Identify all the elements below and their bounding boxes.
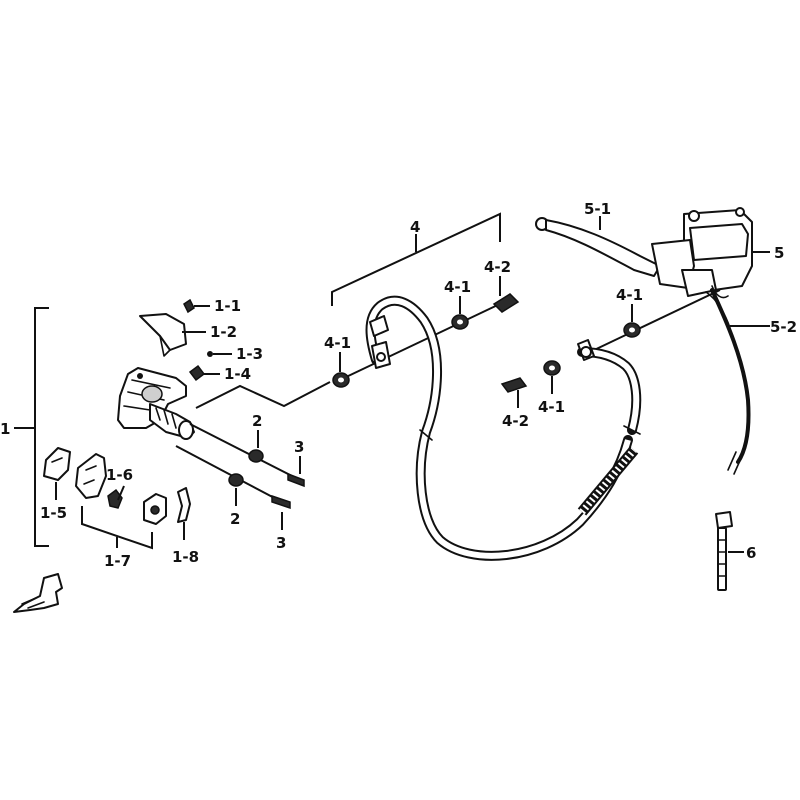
label-1: 1 xyxy=(0,420,10,438)
label-1-5: 1-5 xyxy=(40,504,67,522)
group-4-bracket xyxy=(331,212,501,306)
brake-switch-wire[interactable] xyxy=(705,288,770,475)
upper-mounting-bolt[interactable] xyxy=(287,456,305,488)
caliper-pin[interactable] xyxy=(207,351,232,357)
banjo-bolt-lower[interactable] xyxy=(500,377,528,408)
pad-spring[interactable] xyxy=(43,447,71,500)
brake-lever[interactable] xyxy=(535,216,661,277)
brake-pad[interactable] xyxy=(143,493,167,525)
sealing-washer-hose-top[interactable] xyxy=(451,296,469,330)
label-4: 4 xyxy=(410,218,420,236)
lower-bolt-axis xyxy=(175,445,283,503)
sealing-washer-caliper[interactable] xyxy=(332,352,350,388)
label-5-2: 5-2 xyxy=(770,318,797,336)
lower-mounting-bolt[interactable] xyxy=(271,494,291,530)
label-4-2-lower: 4-2 xyxy=(502,412,529,430)
label-5-1: 5-1 xyxy=(584,200,611,218)
label-4-1-top: 4-1 xyxy=(444,278,471,296)
front-direction-arrow-icon xyxy=(13,573,63,613)
bracket-group-leader xyxy=(81,506,153,550)
cable-tie[interactable] xyxy=(715,511,744,591)
label-1-2: 1-2 xyxy=(210,323,237,341)
brake-caliper[interactable] xyxy=(117,367,195,440)
master-cylinder[interactable] xyxy=(651,207,770,299)
group-1-bracket xyxy=(14,307,49,547)
caliper-hose-leader xyxy=(195,381,331,409)
label-2-upper: 2 xyxy=(252,412,262,430)
label-4-1-caliper: 4-1 xyxy=(324,334,351,352)
sealing-washer-master[interactable] xyxy=(623,304,641,338)
label-2-lower: 2 xyxy=(230,510,240,528)
label-1-7: 1-7 xyxy=(104,552,131,570)
upper-banjo-axis xyxy=(343,301,505,379)
label-1-3: 1-3 xyxy=(236,345,263,363)
label-4-2-upper: 4-2 xyxy=(484,258,511,276)
label-1-8: 1-8 xyxy=(172,548,199,566)
caliper-bracket[interactable] xyxy=(75,453,125,509)
label-4-1-master: 4-1 xyxy=(616,286,643,304)
caliper-pin-bolt[interactable] xyxy=(188,364,220,382)
label-6: 6 xyxy=(746,544,756,562)
upper-washer[interactable] xyxy=(248,430,264,463)
label-4-1-lower: 4-1 xyxy=(538,398,565,416)
lower-washer[interactable] xyxy=(228,473,244,506)
pad-retaining-clip[interactable] xyxy=(177,487,191,540)
sealing-washer-lower[interactable] xyxy=(543,360,561,394)
upper-bolt-axis xyxy=(189,423,297,479)
label-5: 5 xyxy=(774,244,784,262)
bleeder-screw[interactable] xyxy=(183,298,210,314)
bleeder-cap[interactable] xyxy=(139,313,206,357)
label-3-upper: 3 xyxy=(294,438,304,456)
label-3-lower: 3 xyxy=(276,534,286,552)
brake-hose[interactable] xyxy=(365,295,642,561)
label-1-1: 1-1 xyxy=(214,297,241,315)
master-cylinder-banjo-axis xyxy=(589,289,721,353)
label-1-6: 1-6 xyxy=(106,466,133,484)
banjo-bolt-upper[interactable] xyxy=(492,276,520,313)
label-1-4: 1-4 xyxy=(224,365,251,383)
